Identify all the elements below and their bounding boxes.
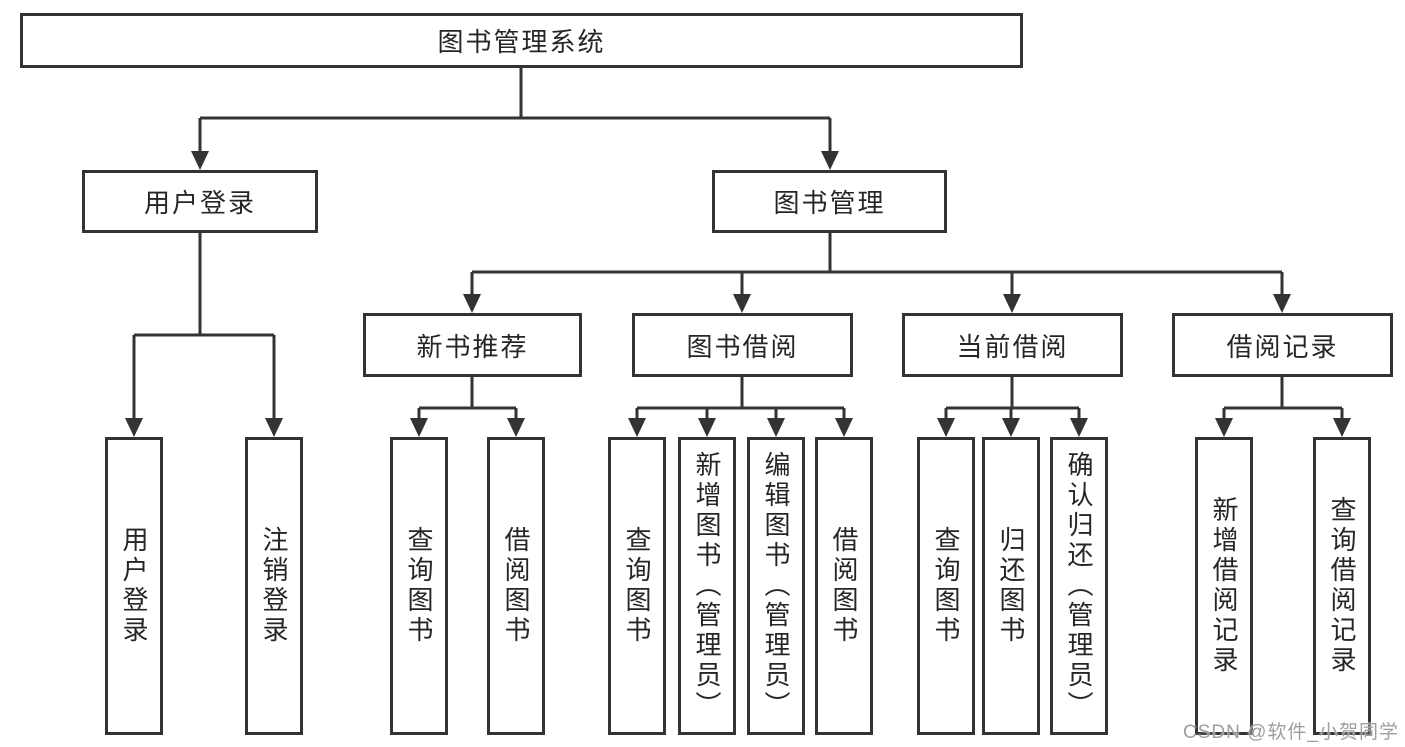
leaf-borrowing-query-books: 查询图书 — [608, 437, 666, 735]
leaf-logout-login: 注销登录 — [245, 437, 303, 735]
node-current-borrowing: 当前借阅 — [902, 313, 1123, 377]
leaf-current-return-books: 归还图书 — [982, 437, 1040, 735]
leaf-borrowing-borrow-books: 借阅图书 — [815, 437, 873, 735]
csdn-watermark: CSDN @软件_小贺同学 — [1183, 722, 1399, 743]
node-user-login: 用户登录 — [82, 170, 318, 233]
leaf-borrowing-add-books-admin: 新增图书（管理员） — [678, 437, 736, 735]
leaf-current-confirm-return-admin: 确认归还（管理员） — [1050, 437, 1108, 735]
connector-paths — [132, 68, 1344, 421]
leaf-newbook-query-books: 查询图书 — [390, 437, 448, 735]
leaf-current-query-books: 查询图书 — [917, 437, 975, 735]
node-root-library-management-system: 图书管理系统 — [20, 13, 1023, 68]
leaf-newbook-borrow-books: 借阅图书 — [487, 437, 545, 735]
leaf-user-login: 用户登录 — [105, 437, 163, 735]
arrowheads — [125, 151, 1351, 437]
leaf-records-query-borrow-record: 查询借阅记录 — [1313, 437, 1371, 735]
leaf-borrowing-edit-books-admin: 编辑图书（管理员） — [747, 437, 805, 735]
node-book-management: 图书管理 — [712, 170, 947, 233]
node-new-book-recommendation: 新书推荐 — [363, 313, 582, 377]
node-book-borrowing: 图书借阅 — [632, 313, 853, 377]
leaf-records-add-borrow-record: 新增借阅记录 — [1195, 437, 1253, 735]
node-borrowing-records: 借阅记录 — [1172, 313, 1393, 377]
